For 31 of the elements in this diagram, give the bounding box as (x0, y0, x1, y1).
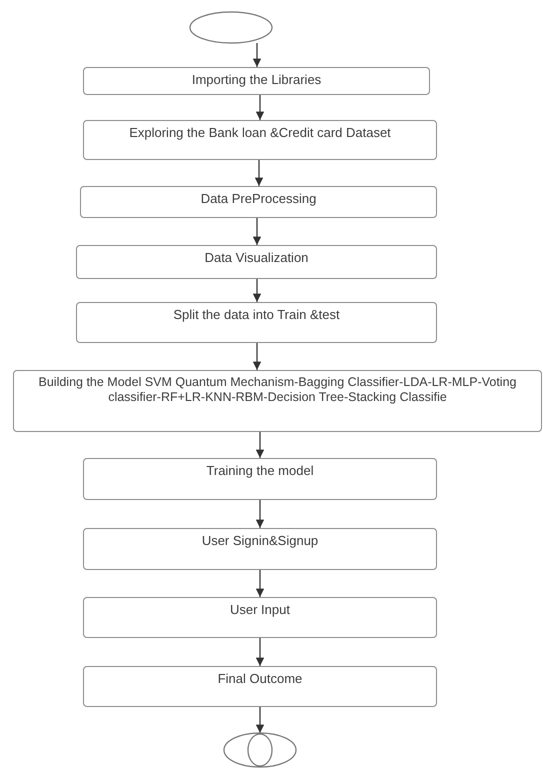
step-label: Training the model (205, 463, 315, 479)
arrow (256, 707, 264, 733)
process-box (76, 302, 437, 343)
step-label: User Signin&Signup (200, 533, 320, 549)
arrow (252, 218, 262, 245)
arrow (256, 570, 264, 597)
arrow (256, 638, 264, 666)
arrow (256, 500, 264, 528)
arrow (256, 432, 264, 458)
process-box (13, 370, 542, 432)
arrow (252, 43, 262, 67)
process-box (83, 120, 437, 160)
process-box (76, 245, 437, 279)
process-box (83, 528, 437, 570)
arrow (252, 279, 262, 302)
arrow (256, 95, 264, 120)
step-label: Data PreProcessing (200, 191, 318, 207)
process-box (83, 666, 437, 707)
step-label: Split the data into Train &test (172, 307, 341, 323)
step-label: Data Visualization (204, 250, 310, 266)
arrow (254, 160, 264, 186)
step-label: Importing the Libraries (190, 72, 322, 88)
arrow (252, 343, 262, 370)
step-label: Final Outcome (216, 671, 304, 687)
step-label: User Input (229, 602, 291, 618)
process-box (83, 67, 430, 95)
process-box (80, 186, 437, 218)
process-box (83, 458, 437, 500)
process-box (83, 597, 437, 638)
step-label: Building the Model SVM Quantum Mechanism-Bagging Classifier-LDA-LR-MLP-Voting classifier-RF+LR-KNN-RBM-Decision Tree-Stacking Classifie (38, 375, 518, 405)
step-label: Exploring the Bank loan &Credit card Dataset (128, 125, 392, 141)
